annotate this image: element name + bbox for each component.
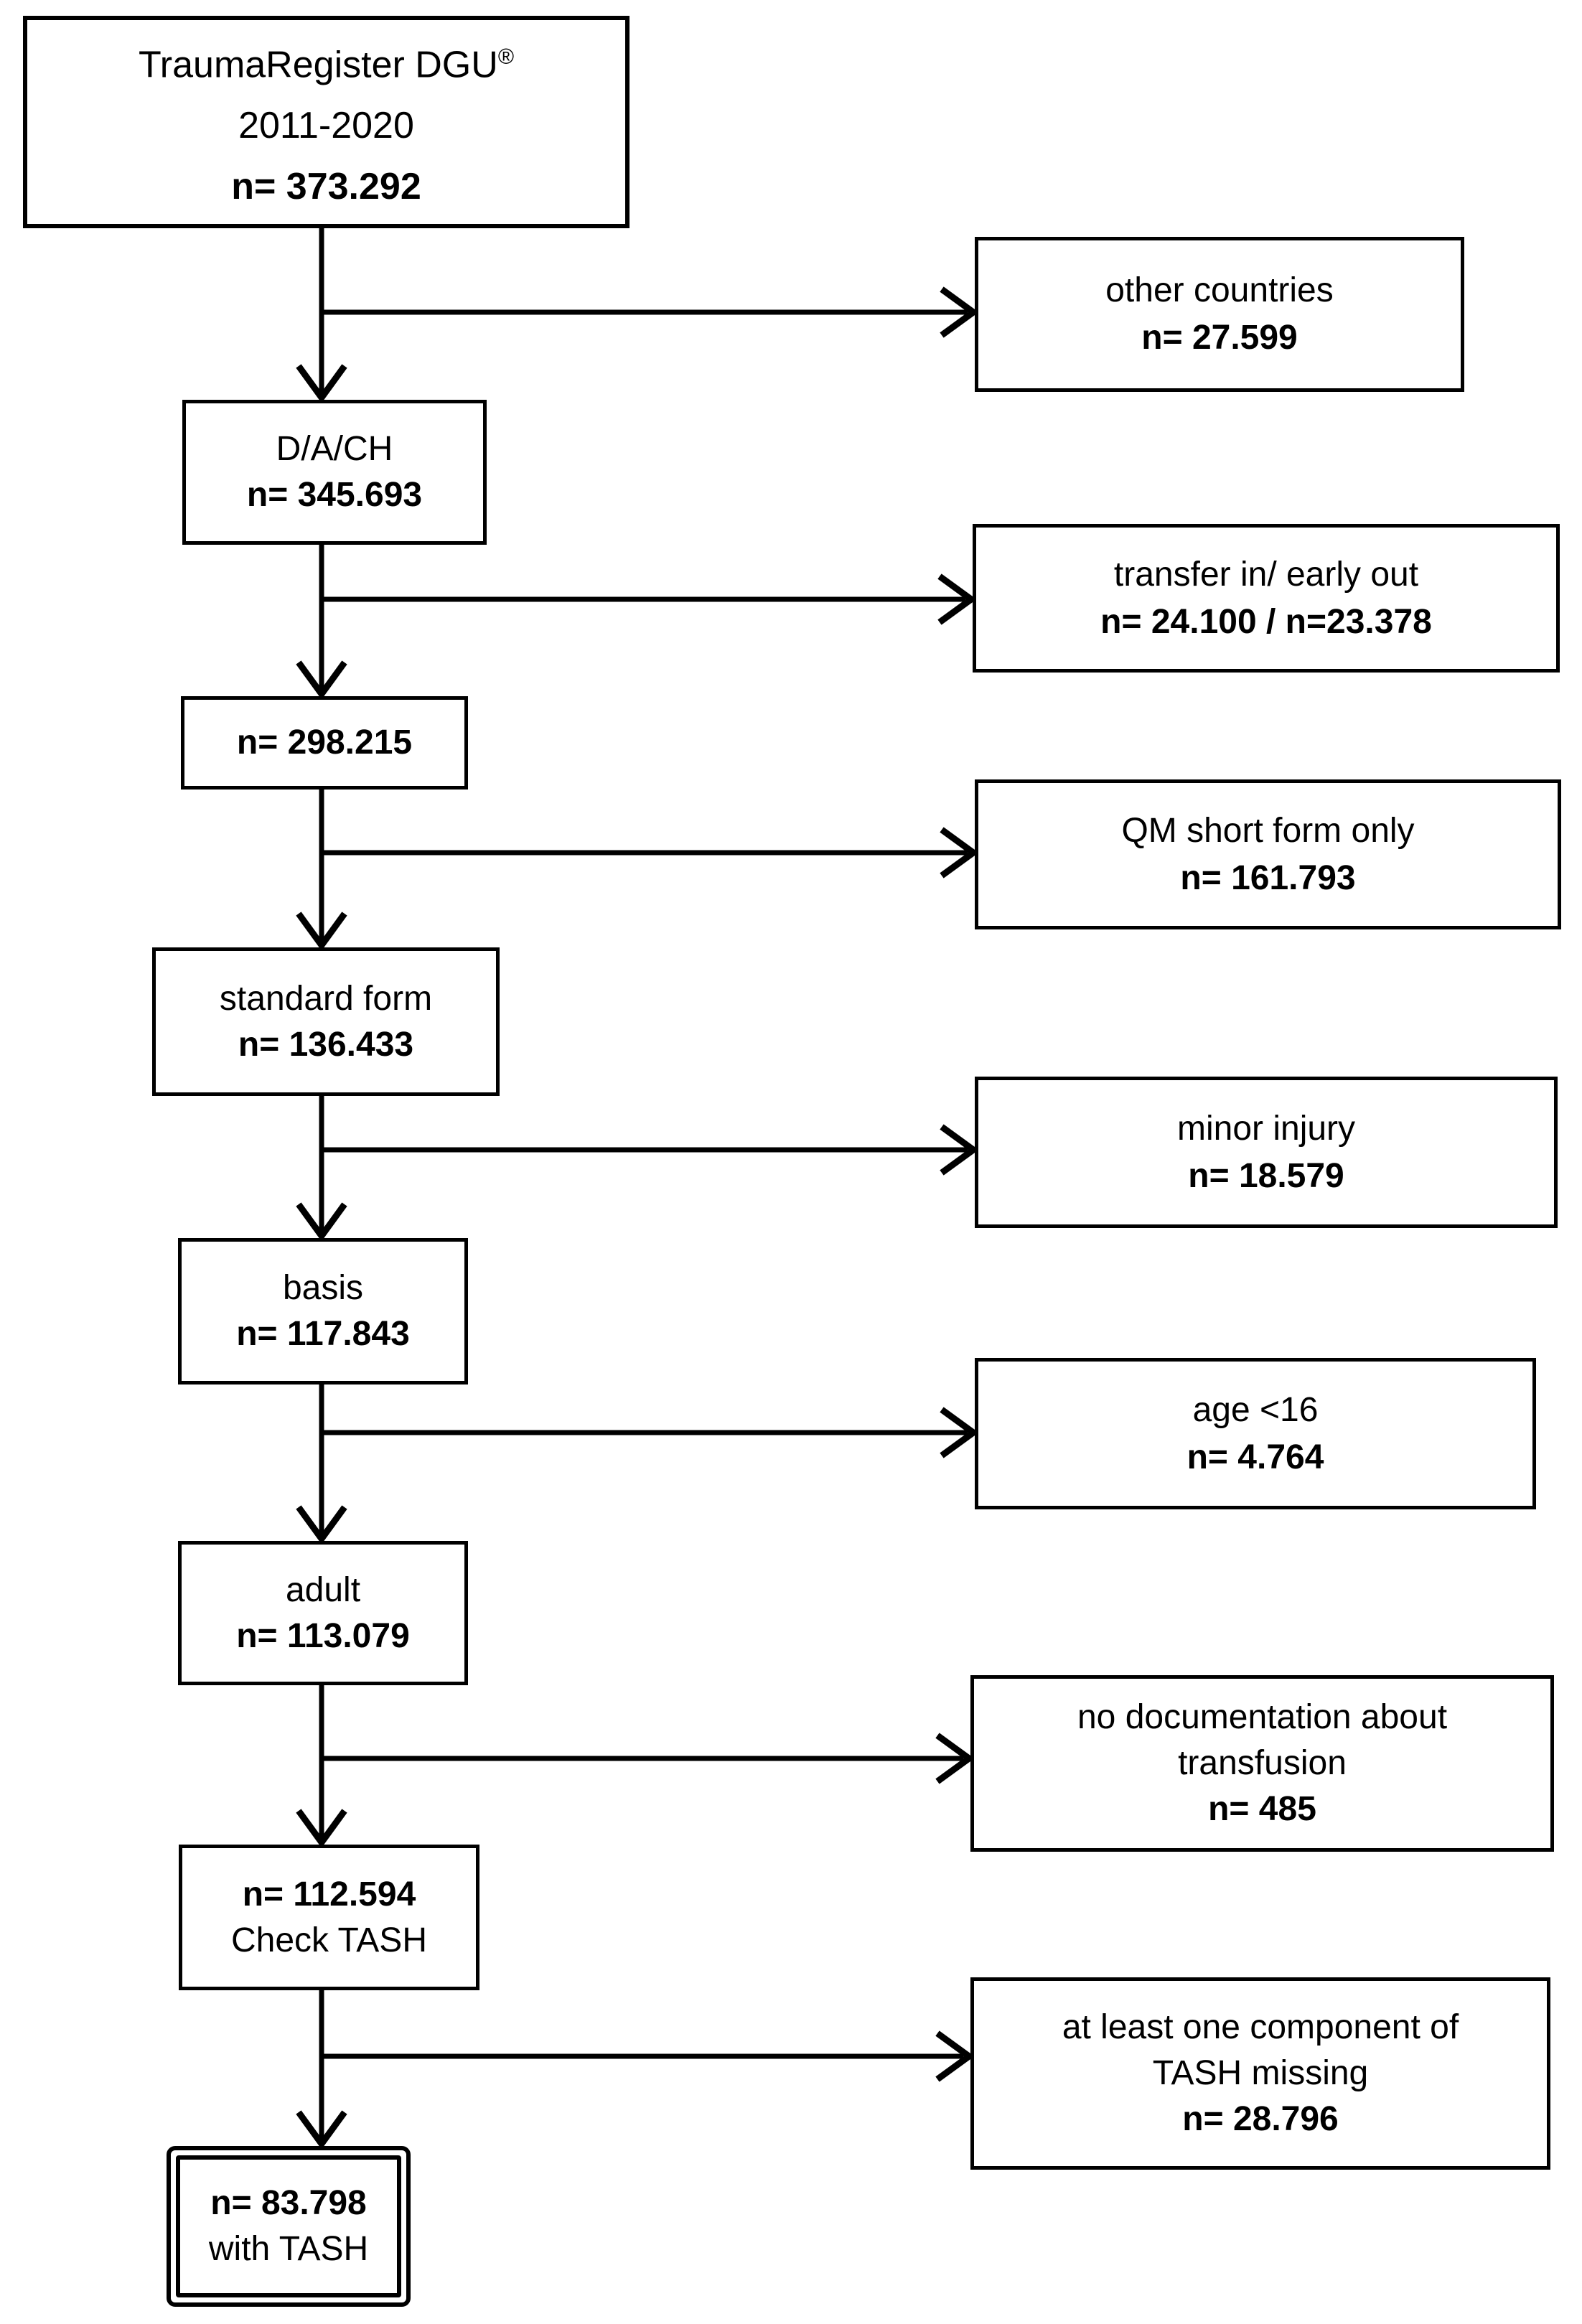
node-registry-years: 2011-2020 <box>238 105 414 147</box>
node-adult: adult n= 113.079 <box>178 1541 468 1685</box>
exclusion-no-doc-label-line2: transfusion <box>1178 1744 1347 1782</box>
exclusion-minor-injury: minor injury n= 18.579 <box>975 1077 1558 1228</box>
node-with-tash-inner-border: n= 83.798 with TASH <box>176 2155 401 2297</box>
exclusion-transfer-count: n= 24.100 / n=23.378 <box>1100 602 1432 641</box>
branch-minor-injury <box>322 1124 979 1176</box>
connector-dach-to-n298 <box>296 543 347 700</box>
registry-title-text: TraumaRegister DGU <box>138 44 498 86</box>
node-basis: basis n= 117.843 <box>178 1238 468 1384</box>
node-basis-count: n= 117.843 <box>236 1315 410 1353</box>
exclusion-tash-missing-label-line2: TASH missing <box>1152 2054 1369 2092</box>
node-adult-label: adult <box>285 1570 361 1609</box>
exclusion-no-doc-count: n= 485 <box>1208 1790 1316 1828</box>
node-check-tash-count: n= 112.594 <box>242 1875 416 1913</box>
registered-trademark-icon: ® <box>497 44 515 69</box>
exclusion-tash-missing-count: n= 28.796 <box>1182 2100 1339 2138</box>
node-basis-label: basis <box>282 1269 364 1307</box>
exclusion-age-under-16: age <16 n= 4.764 <box>975 1358 1536 1509</box>
exclusion-no-doc-label-line1: no documentation about <box>1077 1698 1448 1736</box>
branch-transfer-early-out <box>322 573 977 625</box>
node-standard-form-count: n= 136.433 <box>238 1025 414 1064</box>
node-dach-label: D/A/CH <box>276 430 393 468</box>
node-standard-form-label: standard form <box>219 979 433 1018</box>
exclusion-qm-label: QM short form only <box>1121 811 1415 850</box>
branch-other-countries <box>322 286 979 338</box>
node-dach-count: n= 345.693 <box>246 476 423 514</box>
branch-no-transfusion-doc <box>322 1733 975 1784</box>
node-with-tash-label: with TASH <box>208 2230 369 2268</box>
exclusion-qm-short-form: QM short form only n= 161.793 <box>975 779 1561 929</box>
node-dach: D/A/CH n= 345.693 <box>182 400 487 545</box>
exclusion-age-label: age <16 <box>1192 1390 1319 1429</box>
node-with-tash-count: n= 83.798 <box>210 2184 367 2222</box>
node-after-transfer: n= 298.215 <box>181 696 468 789</box>
exclusion-minor-injury-count: n= 18.579 <box>1188 1156 1344 1195</box>
exclusion-other-countries: other countries n= 27.599 <box>975 237 1464 392</box>
node-registry: TraumaRegister DGU® 2011-2020 n= 373.292 <box>23 16 629 228</box>
node-registry-count: n= 373.292 <box>231 166 421 208</box>
node-registry-title: TraumaRegister DGU® <box>139 27 514 95</box>
branch-tash-missing <box>322 2030 975 2082</box>
node-check-tash: n= 112.594 Check TASH <box>179 1845 479 1990</box>
exclusion-qm-count: n= 161.793 <box>1180 858 1356 897</box>
exclusion-no-transfusion-doc: no documentation about transfusion n= 48… <box>970 1675 1554 1852</box>
connector-adult-to-checktash <box>296 1684 347 1848</box>
branch-qm-short-form <box>322 827 979 878</box>
node-adult-count: n= 113.079 <box>236 1616 410 1655</box>
exclusion-minor-injury-label: minor injury <box>1176 1109 1356 1148</box>
exclusion-age-count: n= 4.764 <box>1186 1438 1324 1476</box>
node-standard-form: standard form n= 136.433 <box>152 947 500 1096</box>
node-check-tash-label: Check TASH <box>231 1921 427 1959</box>
node-after-transfer-count: n= 298.215 <box>236 723 413 762</box>
branch-age-under-16 <box>322 1407 979 1458</box>
connector-n298-to-standard <box>296 788 347 951</box>
node-with-tash: n= 83.798 with TASH <box>167 2146 411 2307</box>
exclusion-tash-missing: at least one component of TASH missing n… <box>970 1977 1550 2170</box>
connector-checktash-to-withtash <box>296 1989 347 2150</box>
exclusion-tash-missing-label-line1: at least one component of <box>1062 2008 1459 2046</box>
exclusion-other-countries-label: other countries <box>1105 271 1334 309</box>
exclusion-other-countries-count: n= 27.599 <box>1141 319 1298 357</box>
connector-basis-to-adult <box>296 1383 347 1545</box>
connector-standard-to-basis <box>296 1095 347 1242</box>
exclusion-transfer-early-out: transfer in/ early out n= 24.100 / n=23.… <box>973 524 1560 673</box>
exclusion-transfer-label: transfer in/ early out <box>1113 555 1419 594</box>
